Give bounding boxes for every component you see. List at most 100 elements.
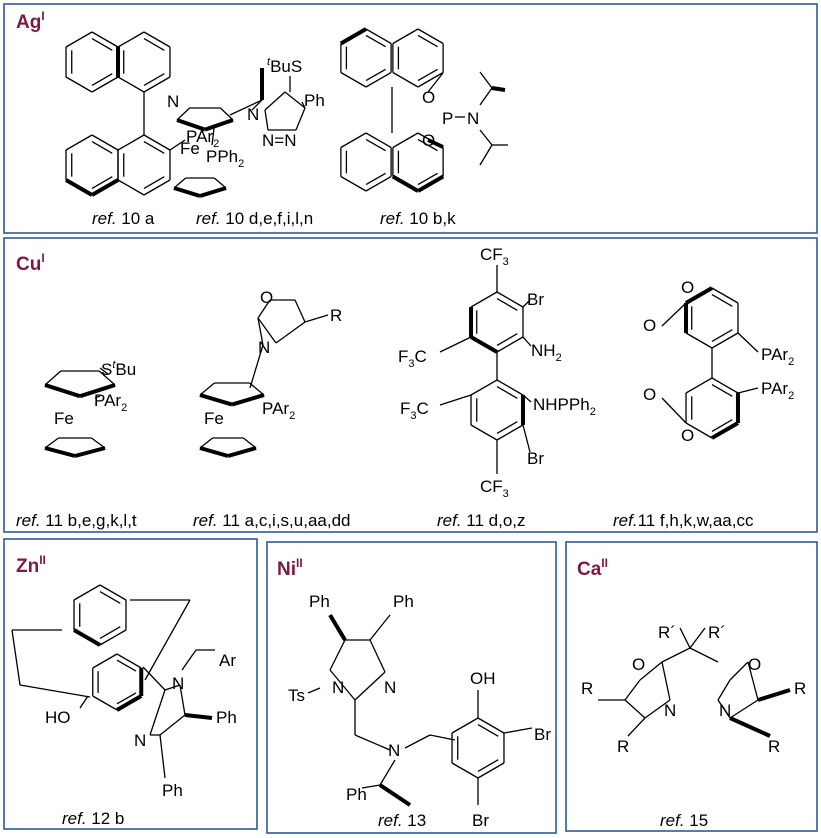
bond <box>340 132 367 149</box>
ref-label: ref. 12 b <box>62 809 124 828</box>
bond <box>392 132 419 149</box>
atom-label: Br <box>527 290 544 309</box>
atom-label: R <box>794 679 806 698</box>
bond <box>73 628 102 647</box>
bond <box>717 679 731 701</box>
bond <box>199 446 229 458</box>
atom-label: StBu <box>101 359 136 379</box>
atom-label: PAr2 <box>186 127 219 150</box>
atom-label: PAr2 <box>761 345 794 368</box>
bond <box>143 179 171 196</box>
bond <box>365 34 386 48</box>
bond <box>365 28 392 45</box>
bond <box>496 421 518 434</box>
atom-label: P <box>442 109 453 128</box>
bond <box>477 759 499 772</box>
atom-label: Ph <box>393 592 414 611</box>
bond <box>392 71 419 88</box>
bond <box>249 382 265 396</box>
bond <box>496 333 518 346</box>
bond <box>307 687 321 694</box>
bond <box>365 68 386 82</box>
bond <box>329 639 346 671</box>
bond <box>91 31 119 48</box>
bond <box>417 28 444 45</box>
bond <box>427 138 444 149</box>
ref-label: ref. 15 <box>660 811 708 830</box>
cu-ligand-atoms: StBu PAr2 Fe O N R Fe PAr2 CF3 Br NH2 F3… <box>54 245 794 500</box>
bond <box>251 99 263 111</box>
bond <box>522 424 531 453</box>
bond <box>91 76 119 93</box>
bond <box>417 174 445 193</box>
bond <box>340 175 367 192</box>
bond <box>199 437 214 449</box>
bond <box>429 734 456 741</box>
metal-label-cu: CuI <box>16 251 45 275</box>
bond <box>257 317 277 344</box>
atom-label: Ar <box>219 651 236 670</box>
atom-label: R <box>617 737 629 756</box>
atom-label: CF3 <box>480 245 509 268</box>
bond <box>229 99 263 116</box>
atom-label: R <box>581 679 593 698</box>
bond <box>213 177 227 189</box>
bond <box>496 298 518 311</box>
bond <box>417 172 438 186</box>
bond <box>757 688 791 702</box>
atom-label: N <box>247 105 259 124</box>
bond <box>143 38 165 51</box>
ref-label: ref. 11 b,e,g,k,l,t <box>16 511 137 530</box>
metal-label-ni: NiII <box>277 556 303 580</box>
bond <box>624 679 641 701</box>
bond <box>339 27 367 46</box>
bond <box>257 299 271 319</box>
bond <box>737 387 759 394</box>
bond <box>199 186 227 198</box>
atom-label: Fe <box>180 139 200 158</box>
bond <box>365 138 386 152</box>
bond <box>365 172 386 186</box>
bond <box>142 666 166 691</box>
bond <box>496 386 518 399</box>
bond <box>304 314 329 323</box>
atom-label: OH <box>470 669 496 688</box>
bond <box>661 397 687 424</box>
bond <box>747 661 759 701</box>
atom-label: O <box>681 426 694 445</box>
ref-label: ref. 11 d,o,z <box>437 511 526 530</box>
bond <box>644 699 671 719</box>
atom-label: O <box>632 655 645 674</box>
atom-label: Br <box>534 725 551 744</box>
bond <box>369 639 386 673</box>
bond <box>661 302 687 327</box>
bond <box>496 291 524 308</box>
atom-label: CF3 <box>480 477 509 500</box>
bond <box>91 73 113 86</box>
bond <box>92 695 118 711</box>
panel-ag-border <box>3 3 818 234</box>
bond <box>522 394 532 403</box>
atom-label: PPh2 <box>206 147 244 170</box>
bond <box>90 178 119 197</box>
bond <box>477 762 505 779</box>
bond <box>522 299 531 308</box>
atom-label: PAr2 <box>761 379 794 402</box>
bond <box>427 72 444 93</box>
bond <box>439 336 472 353</box>
atom-label: Fe <box>54 409 74 428</box>
bond <box>219 107 234 121</box>
bond <box>391 174 419 193</box>
atom-label: N <box>388 741 400 760</box>
bond <box>679 627 691 649</box>
bond <box>164 684 181 691</box>
bond <box>284 91 306 109</box>
bond-skeleton <box>11 27 791 807</box>
bond <box>19 684 91 698</box>
bond <box>99 591 121 604</box>
zn-ligand-atoms: Ar N HO Ph N Ph <box>45 651 237 800</box>
ni-ligand-atoms: Ph Ph Ts N N OH Br N Ph Br <box>288 592 551 830</box>
bond <box>340 71 367 88</box>
bond <box>365 175 392 192</box>
bond <box>91 141 113 154</box>
